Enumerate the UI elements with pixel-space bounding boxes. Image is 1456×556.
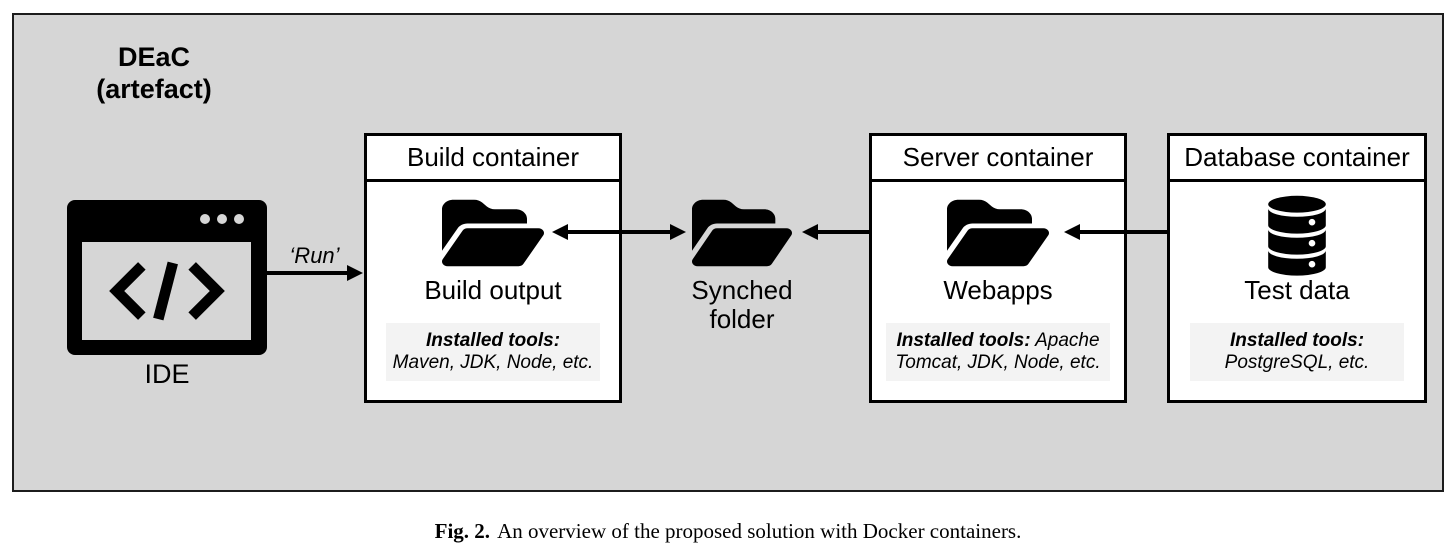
database-icon	[1268, 195, 1326, 276]
panel-title: DEaC (artefact)	[69, 41, 239, 105]
build-installed-tools: Installed tools: Maven, JDK, Node, etc.	[386, 323, 600, 381]
installed-tools-line1: Installed tools: Apache	[886, 330, 1110, 352]
figure-caption-text: An overview of the proposed solution wit…	[497, 519, 1022, 543]
installed-tools-line2: Maven, JDK, Node, etc.	[392, 352, 594, 373]
database-installed-tools: Installed tools: PostgreSQL, etc.	[1190, 323, 1404, 381]
synched-folder-label-line1: Synched	[691, 275, 793, 305]
folder-open-icon	[692, 199, 792, 267]
test-data-label: Test data	[1244, 275, 1350, 305]
build-output-label: Build output	[424, 275, 562, 305]
installed-tools-label: Installed tools:	[1229, 330, 1365, 351]
run-arrow	[267, 271, 348, 275]
installed-tools-line1: Installed tools:	[1190, 330, 1404, 352]
server-installed-tools: Installed tools: Apache Tomcat, JDK, Nod…	[886, 323, 1110, 381]
panel-title-line1: DEaC	[117, 42, 191, 72]
code-window-icon	[67, 200, 267, 355]
synched-folder-label-line2: folder	[709, 304, 775, 334]
ide-label: IDE	[144, 359, 190, 389]
synched-folder: Synched folder	[662, 195, 822, 334]
database-icon	[1267, 195, 1327, 277]
installed-tools-line1-rest: Apache	[1030, 330, 1100, 351]
figure-caption: Fig. 2.An overview of the proposed solut…	[0, 519, 1456, 544]
folder-open-icon	[947, 195, 1049, 271]
figure-caption-number: Fig. 2.	[434, 519, 491, 543]
database-container: Database container Test dat	[1167, 133, 1427, 403]
server-container-title: Server container	[872, 136, 1124, 182]
panel-title-line2: (artefact)	[96, 74, 212, 104]
build-container-title: Build container	[367, 136, 619, 182]
code-brackets-icon	[108, 261, 225, 321]
installed-tools-label: Installed tools:	[896, 330, 1031, 351]
window-dots-icon	[200, 214, 244, 224]
arrow-server-database	[1079, 230, 1226, 234]
window-dot-icon	[234, 214, 244, 224]
folder-open-icon	[442, 195, 544, 271]
build-container: Build container Build output Installed t…	[364, 133, 622, 403]
deac-artefact-panel: DEaC (artefact) IDE ‘Run’	[12, 13, 1444, 492]
webapps-label: Webapps	[943, 275, 1053, 305]
window-dot-icon	[217, 214, 227, 224]
synched-folder-label: Synched folder	[662, 276, 822, 334]
server-container: Server container Webapps Installed tools…	[869, 133, 1127, 403]
folder-open-icon	[442, 199, 544, 267]
run-arrow-label: ‘Run’	[289, 243, 340, 268]
installed-tools-line2: PostgreSQL, etc.	[1224, 352, 1370, 373]
installed-tools-line2: Tomcat, JDK, Node, etc.	[895, 352, 1101, 373]
window-dot-icon	[200, 214, 210, 224]
installed-tools-line1: Installed tools:	[386, 330, 600, 352]
installed-tools-label: Installed tools:	[425, 330, 561, 351]
database-container-title: Database container	[1170, 136, 1424, 182]
code-screen	[82, 242, 251, 340]
folder-open-icon	[947, 199, 1049, 267]
arrow-build-synched	[567, 230, 671, 234]
